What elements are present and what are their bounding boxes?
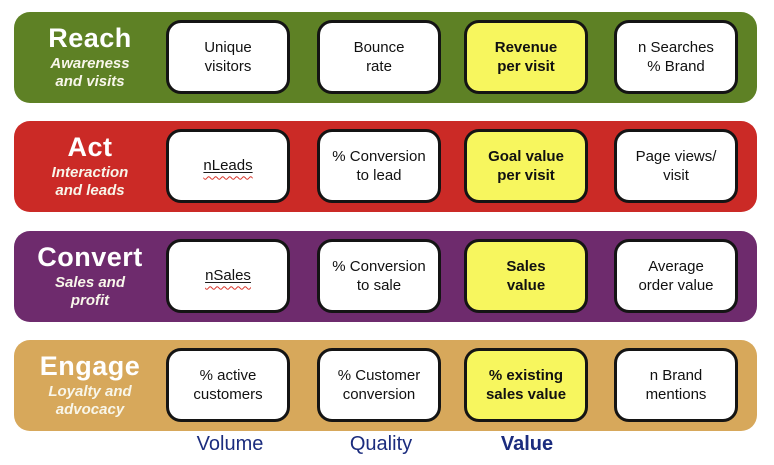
- band-reach-title: Reach: [48, 22, 132, 53]
- band-engage-title: Engage: [39, 350, 141, 381]
- band-engage-label: Engage Loyalty and advocacy: [14, 340, 166, 431]
- spellcheck-underline-text: nSales: [205, 267, 251, 285]
- metric-bounce-rate: Bounce rate: [317, 20, 441, 94]
- band-act: Act Interaction and leads nLeads % Conve…: [14, 121, 757, 212]
- metric-label: nSales: [201, 266, 255, 286]
- band-engage-subtitle: Loyalty and advocacy: [48, 383, 132, 419]
- metric-label: Revenue per visit: [494, 38, 558, 76]
- metric-unique-visitors: Unique visitors: [166, 20, 290, 94]
- band-reach-subtitle: Awareness and visits: [50, 55, 130, 91]
- band-act-label: Act Interaction and leads: [14, 121, 166, 212]
- metric-n-searches-brand: n Searches % Brand: [614, 20, 738, 94]
- band-convert-title: Convert: [37, 241, 143, 272]
- band-reach: Reach Awareness and visits Unique visito…: [14, 12, 757, 103]
- metric-label: nLeads: [199, 156, 256, 176]
- metric-page-views-visit: Page views/ visit: [614, 129, 738, 203]
- metric-label: Sales value: [506, 257, 546, 295]
- band-convert: Convert Sales and profit nSales % Conver…: [14, 231, 757, 322]
- metric-label: Average order value: [638, 257, 714, 295]
- metric-nsales: nSales: [166, 239, 290, 313]
- metric-label: % Conversion to lead: [332, 147, 426, 185]
- metric-conversion-to-sale: % Conversion to sale: [317, 239, 441, 313]
- metric-label: Bounce rate: [353, 38, 405, 76]
- band-act-subtitle: Interaction and leads: [51, 164, 129, 200]
- metric-existing-sales-value: % existing sales value: [464, 348, 588, 422]
- metric-average-order-value: Average order value: [614, 239, 738, 313]
- metric-label: Unique visitors: [204, 38, 252, 76]
- metric-goal-value-per-visit: Goal value per visit: [464, 129, 588, 203]
- metric-label: Goal value per visit: [488, 147, 564, 185]
- metric-label: % active customers: [193, 366, 263, 404]
- column-label-quality: Quality: [349, 433, 413, 455]
- spellcheck-underline-text: nLeads: [203, 157, 253, 175]
- metric-sales-value: Sales value: [464, 239, 588, 313]
- band-reach-label: Reach Awareness and visits: [14, 12, 166, 103]
- column-label-value: Value: [500, 433, 554, 455]
- metric-label: n Searches % Brand: [638, 38, 714, 76]
- metric-nleads: nLeads: [166, 129, 290, 203]
- metric-label: % Conversion to sale: [332, 257, 426, 295]
- column-label-volume: Volume: [196, 433, 264, 455]
- metric-active-customers: % active customers: [166, 348, 290, 422]
- metric-label: n Brand mentions: [645, 366, 707, 404]
- band-convert-label: Convert Sales and profit: [14, 231, 166, 322]
- metric-label: Page views/ visit: [635, 147, 717, 185]
- band-act-title: Act: [67, 131, 113, 162]
- metric-customer-conversion: % Customer conversion: [317, 348, 441, 422]
- band-engage: Engage Loyalty and advocacy % active cus…: [14, 340, 757, 431]
- metric-label: % Customer conversion: [337, 366, 421, 404]
- metric-conversion-to-lead: % Conversion to lead: [317, 129, 441, 203]
- band-convert-subtitle: Sales and profit: [54, 274, 126, 310]
- metric-label: % existing sales value: [485, 366, 567, 404]
- metric-revenue-per-visit: Revenue per visit: [464, 20, 588, 94]
- metric-n-brand-mentions: n Brand mentions: [614, 348, 738, 422]
